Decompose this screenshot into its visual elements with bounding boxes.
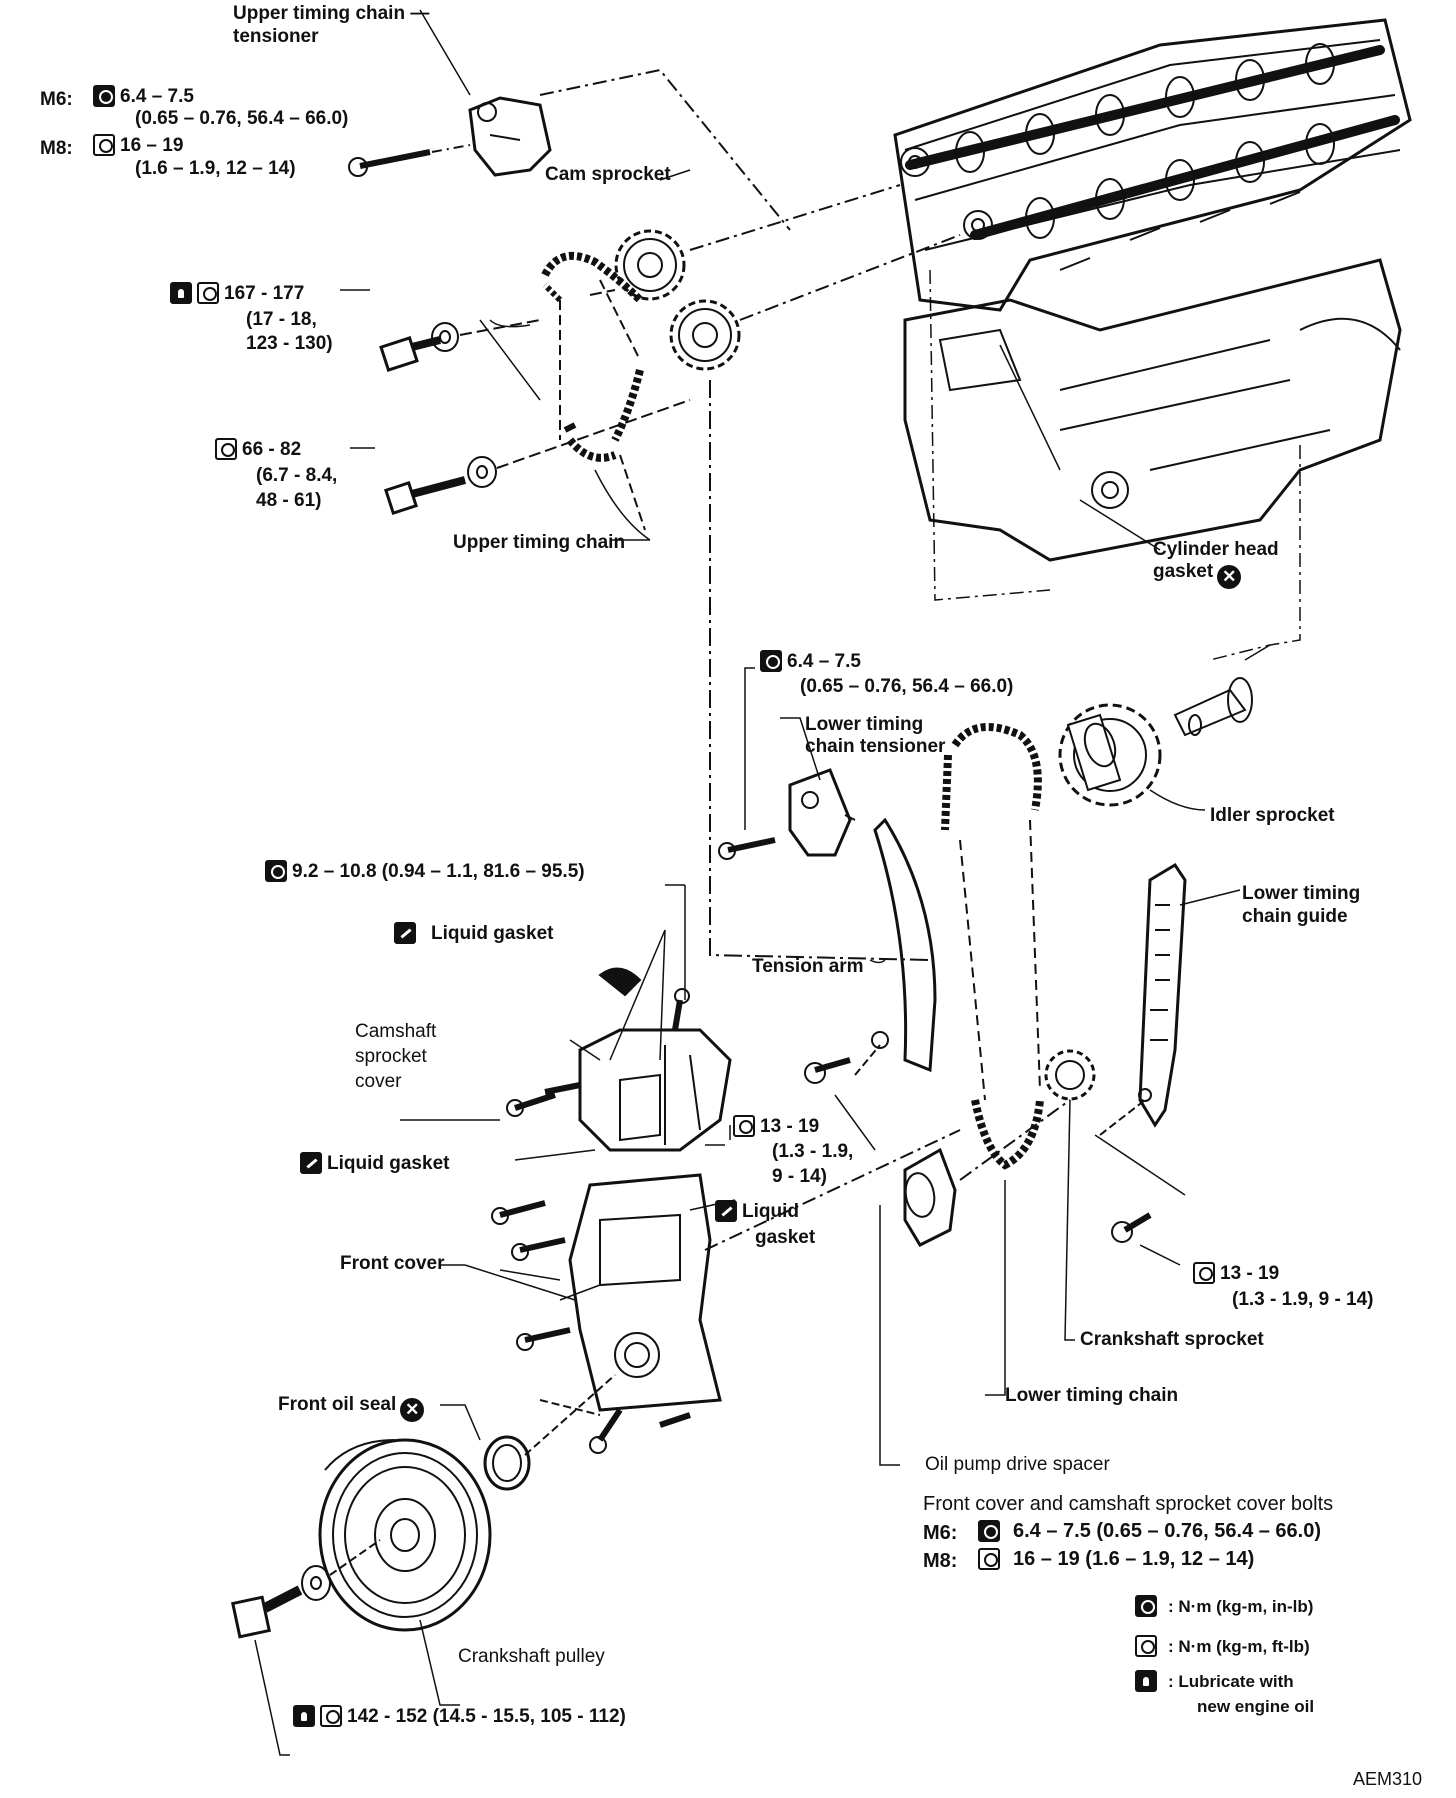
crankshaft-pulley-part bbox=[318, 1438, 492, 1632]
m6-prefix-upper: M6: bbox=[40, 89, 73, 110]
cam-bolt-2 bbox=[383, 456, 497, 516]
oil-can-icon bbox=[170, 282, 192, 304]
label-lower-guide-2: chain guide bbox=[1242, 906, 1348, 927]
label-upper-tensioner-line2: tensioner bbox=[233, 26, 319, 47]
cam-bolt2-torque-3: 48 - 61) bbox=[256, 490, 322, 511]
lower-tensioner-units: (0.65 – 0.76, 56.4 – 66.0) bbox=[800, 676, 1014, 697]
torque-inlb-icon bbox=[93, 85, 115, 107]
upper-tensioner-m6-torque: 6.4 – 7.5 bbox=[93, 85, 194, 108]
label-camshaft-cover-1: Camshaft bbox=[355, 1021, 437, 1042]
tension-arm-bolt-torque-2: (1.3 - 1.9, bbox=[772, 1141, 854, 1162]
oil-can-icon bbox=[1135, 1670, 1157, 1692]
label-lower-guide-1: Lower timing bbox=[1242, 883, 1361, 904]
pulley-bolt-part bbox=[231, 1585, 303, 1639]
cylinder-head bbox=[893, 18, 1412, 562]
label-upper-timing-chain: Upper timing chain bbox=[453, 532, 626, 553]
cam-bolt2-torque: 66 - 82 bbox=[215, 438, 301, 461]
pulley-washer-part bbox=[301, 1565, 331, 1601]
label-liquid-gasket-mid-2: gasket bbox=[755, 1227, 816, 1248]
cam-bolt2-torque-2: (6.7 - 8.4, bbox=[256, 465, 338, 486]
guide-bolt-torque: 13 - 19 bbox=[1193, 1262, 1279, 1285]
torque-ftlb-icon bbox=[93, 134, 115, 156]
label-liquid-gasket-mid-1: Liquid bbox=[715, 1200, 799, 1223]
tension-arm-bolt-torque: 13 - 19 bbox=[733, 1115, 819, 1138]
oil-can-icon bbox=[293, 1705, 315, 1727]
torque-inlb-icon bbox=[265, 860, 287, 882]
label-idler-sprocket: Idler sprocket bbox=[1210, 805, 1335, 826]
legend-inlb: : N·m (kg-m, in-lb) bbox=[1135, 1595, 1313, 1618]
cam-bolt-torque: 167 - 177 bbox=[170, 282, 304, 305]
note-m8: 16 – 19 (1.6 – 1.9, 12 – 14) bbox=[978, 1548, 1254, 1571]
torque-ftlb-icon bbox=[1193, 1262, 1215, 1284]
cam-bolt-torque-2: (17 - 18, bbox=[246, 309, 317, 330]
pulley-bolt-torque: 142 - 152 (14.5 - 15.5, 105 - 112) bbox=[293, 1705, 626, 1728]
torque-inlb-icon bbox=[978, 1520, 1000, 1542]
torque-ftlb-icon bbox=[1135, 1635, 1157, 1657]
figure-code: AEM310 bbox=[1353, 1769, 1423, 1789]
cam-bolt-1 bbox=[379, 322, 459, 372]
tension-arm-part bbox=[804, 817, 937, 1084]
upper-tensioner-m6-units: (0.65 – 0.76, 56.4 – 66.0) bbox=[135, 108, 349, 129]
do-not-reuse-icon: ✕ bbox=[1217, 565, 1242, 589]
torque-ftlb-icon bbox=[733, 1115, 755, 1137]
torque-ftlb-icon bbox=[215, 438, 237, 460]
note-m6: 6.4 – 7.5 (0.65 – 0.76, 56.4 – 66.0) bbox=[978, 1520, 1321, 1543]
label-lower-tensioner-1: Lower timing bbox=[805, 714, 924, 735]
upper-tensioner-m8-units: (1.6 – 1.9, 12 – 14) bbox=[135, 158, 296, 179]
note-m6-prefix: M6: bbox=[923, 1522, 958, 1544]
label-upper-tensioner-line1: Upper timing chain — bbox=[233, 3, 430, 24]
label-lower-timing-chain: Lower timing chain bbox=[1005, 1385, 1179, 1406]
front-oil-seal-part bbox=[483, 1435, 531, 1491]
upper-tensioner-part bbox=[348, 96, 552, 177]
torque-ftlb-icon bbox=[320, 1705, 342, 1727]
label-crankshaft-pulley: Crankshaft pulley bbox=[458, 1646, 605, 1667]
upper-tensioner-m8-torque: 16 – 19 bbox=[93, 134, 183, 157]
label-crankshaft-sprocket: Crankshaft sprocket bbox=[1080, 1329, 1264, 1350]
cam-sprocket-upper bbox=[614, 229, 686, 301]
label-camshaft-cover-3: cover bbox=[355, 1071, 402, 1092]
note-m8-prefix: M8: bbox=[923, 1550, 958, 1572]
upper-timing-chain-part bbox=[541, 251, 644, 462]
torque-ftlb-icon bbox=[197, 282, 219, 304]
tension-arm-bolt-torque-3: 9 - 14) bbox=[772, 1166, 827, 1187]
label-liquid-gasket-left: Liquid gasket bbox=[300, 1152, 449, 1175]
idler-sprocket-part bbox=[1058, 677, 1253, 807]
note-title: Front cover and camshaft sprocket cover … bbox=[923, 1493, 1334, 1515]
legend-ftlb: : N·m (kg-m, ft-lb) bbox=[1135, 1635, 1310, 1658]
guide-bolt-torque-2: (1.3 - 1.9, 9 - 14) bbox=[1232, 1289, 1374, 1310]
lower-timing-chain-part bbox=[941, 723, 1044, 1170]
cam-sprocket-lower bbox=[669, 299, 741, 371]
camshaft-sprocket-cover-part bbox=[506, 967, 732, 1152]
liquid-gasket-icon bbox=[715, 1200, 737, 1222]
legend-oil-1: : Lubricate with bbox=[1135, 1670, 1294, 1693]
liquid-gasket-icon bbox=[394, 922, 416, 944]
legend-oil-2: new engine oil bbox=[1197, 1697, 1315, 1716]
label-cam-sprocket: Cam sprocket bbox=[545, 164, 671, 185]
label-cylinder-head-gasket-1: Cylinder head bbox=[1153, 539, 1279, 560]
crankshaft-sprocket-part bbox=[1044, 1049, 1096, 1101]
torque-inlb-icon bbox=[1135, 1595, 1157, 1617]
front-cover-part bbox=[491, 1173, 722, 1454]
label-oil-pump-spacer: Oil pump drive spacer bbox=[925, 1454, 1110, 1475]
torque-ftlb-icon bbox=[978, 1548, 1000, 1570]
label-lower-tensioner-2: chain tensioner bbox=[805, 736, 946, 757]
liquid-gasket-icon bbox=[300, 1152, 322, 1174]
do-not-reuse-icon: ✕ bbox=[400, 1398, 425, 1422]
lower-tensioner-part bbox=[718, 768, 856, 860]
label-liquid-gasket-top: Liquid gasket bbox=[394, 922, 553, 945]
label-cylinder-head-gasket-2: gasket✕ bbox=[1153, 560, 1242, 589]
oil-pump-spacer-part bbox=[903, 1147, 957, 1247]
label-front-cover: Front cover bbox=[340, 1253, 445, 1274]
label-tension-arm: Tension arm bbox=[752, 956, 864, 977]
lower-chain-guide-part bbox=[1138, 862, 1187, 1128]
lower-tensioner-torque: 6.4 – 7.5 bbox=[760, 650, 861, 673]
label-camshaft-cover-2: sprocket bbox=[355, 1046, 427, 1067]
cover-bolt-torque: 9.2 – 10.8 (0.94 – 1.1, 81.6 – 95.5) bbox=[265, 860, 585, 883]
label-front-oil-seal: Front oil seal✕ bbox=[278, 1393, 425, 1422]
m8-prefix-upper: M8: bbox=[40, 138, 73, 159]
cam-bolt-torque-3: 123 - 130) bbox=[246, 333, 333, 354]
torque-inlb-icon bbox=[760, 650, 782, 672]
